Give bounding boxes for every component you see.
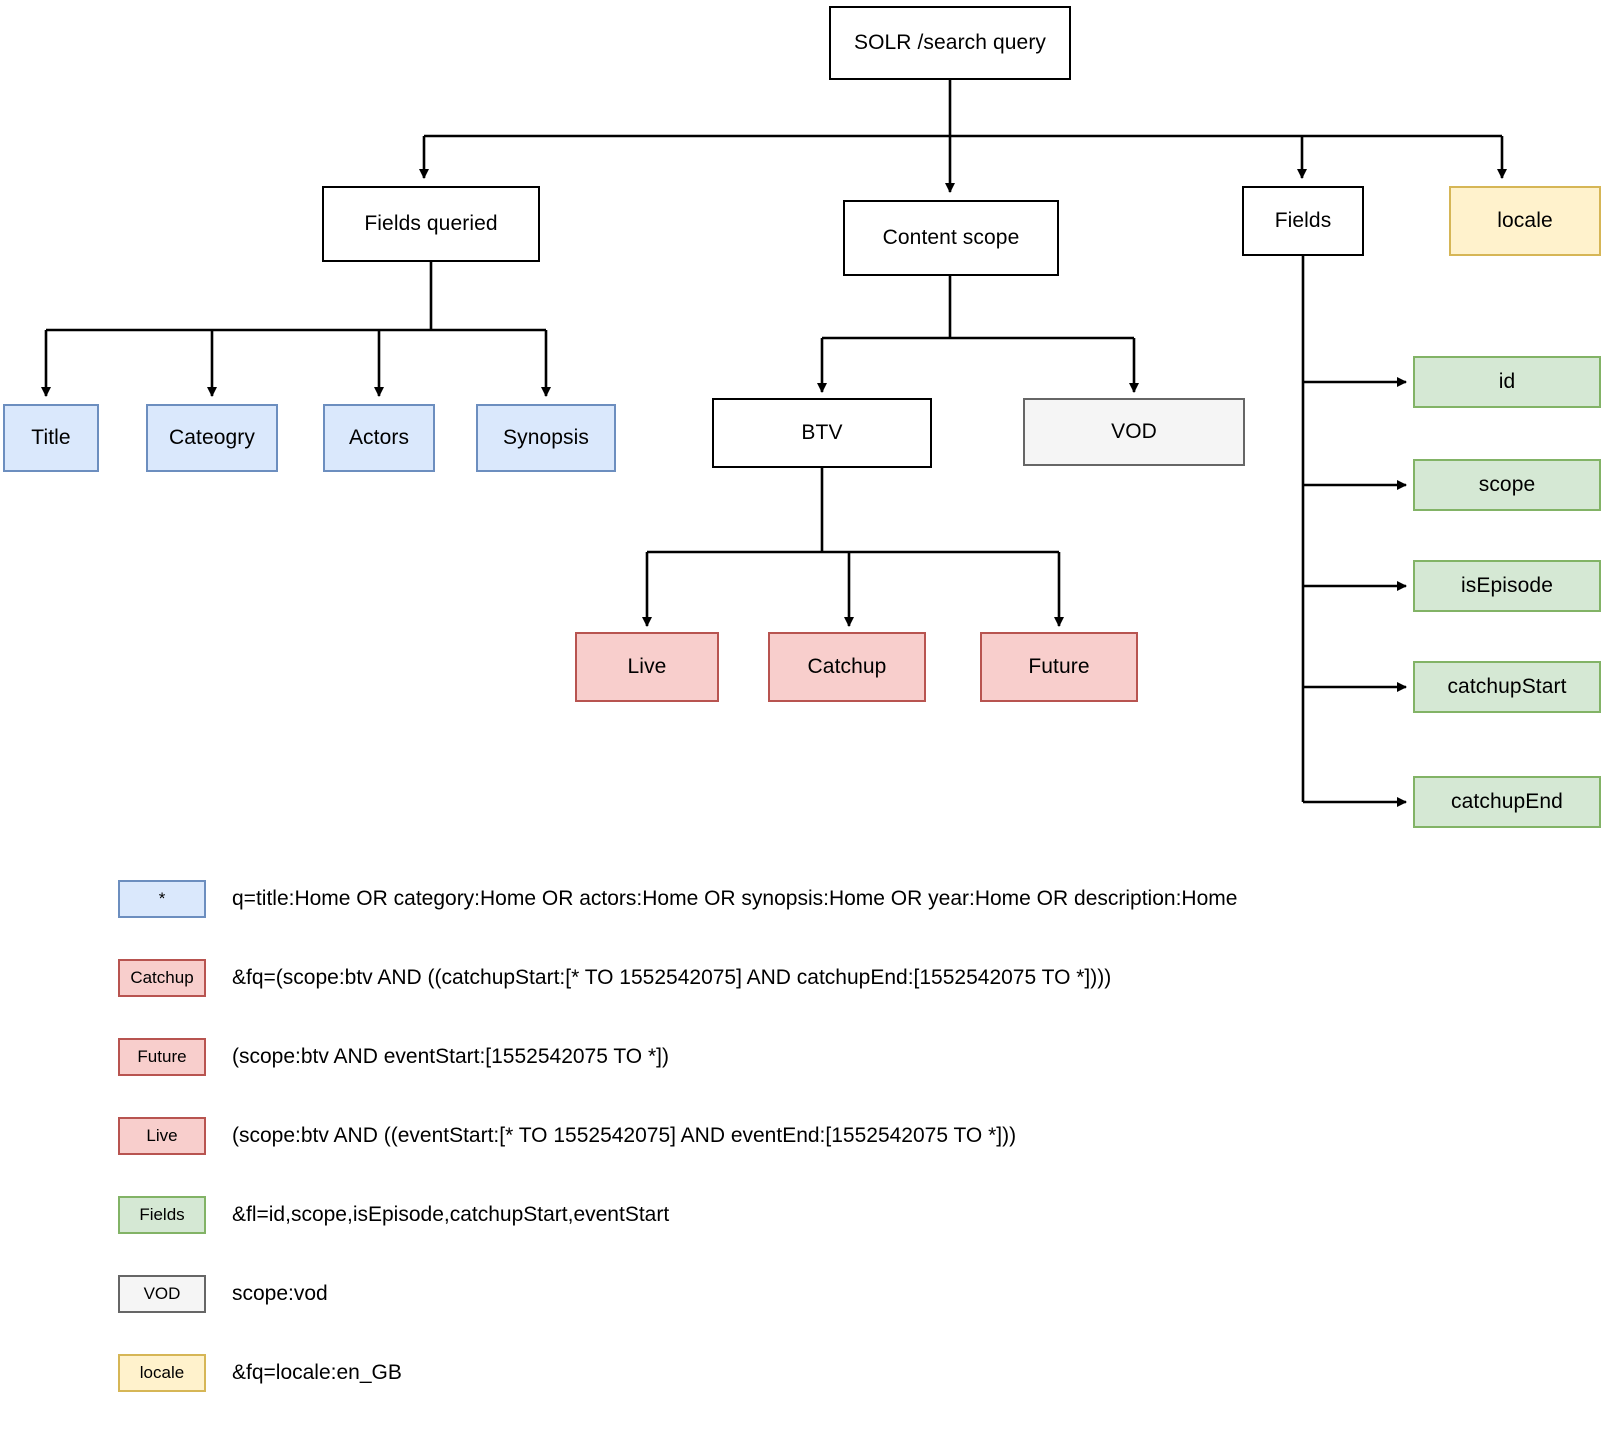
legend-row: VOD scope:vod: [0, 1275, 1602, 1354]
legend-row: Catchup &fq=(scope:btv AND ((catchupStar…: [0, 959, 1602, 1038]
node-locale[interactable]: locale: [1449, 186, 1601, 256]
node-actors[interactable]: Actors: [323, 404, 435, 472]
legend-text-future: (scope:btv AND eventStart:[1552542075 TO…: [232, 1045, 669, 1068]
legend-swatch-future: Future: [118, 1038, 206, 1076]
legend-text-catchup: &fq=(scope:btv AND ((catchupStart:[* TO …: [232, 966, 1112, 989]
node-category[interactable]: Cateogry: [146, 404, 278, 472]
legend-swatch-fields: Fields: [118, 1196, 206, 1234]
node-label: scope: [1478, 472, 1536, 496]
node-label: Fields queried: [364, 211, 498, 235]
node-synopsis[interactable]: Synopsis: [476, 404, 616, 472]
node-label: catchupStart: [1447, 674, 1567, 698]
node-catchup[interactable]: Catchup: [768, 632, 926, 702]
node-future[interactable]: Future: [980, 632, 1138, 702]
node-live[interactable]: Live: [575, 632, 719, 702]
node-label: catchupEnd: [1451, 789, 1563, 813]
node-label: Catchup: [807, 654, 887, 678]
node-field-catchupstart[interactable]: catchupStart: [1413, 661, 1601, 713]
node-content-scope[interactable]: Content scope: [843, 200, 1059, 276]
node-btv[interactable]: BTV: [712, 398, 932, 468]
node-label: Cateogry: [168, 425, 255, 449]
legend-row: Live (scope:btv AND ((eventStart:[* TO 1…: [0, 1117, 1602, 1196]
legend-swatch-live: Live: [118, 1117, 206, 1155]
legend-row: * q=title:Home OR category:Home OR actor…: [0, 880, 1602, 959]
node-fields[interactable]: Fields: [1242, 186, 1364, 256]
legend-text-fields: &fl=id,scope,isEpisode,catchupStart,even…: [232, 1203, 670, 1226]
node-field-scope[interactable]: scope: [1413, 459, 1601, 511]
legend-swatch-label: Future: [137, 1047, 187, 1066]
node-label: Actors: [348, 425, 410, 449]
legend-row: locale &fq=locale:en_GB: [0, 1354, 1602, 1433]
legend-swatch-vod: VOD: [118, 1275, 206, 1313]
node-root-solr-search-query[interactable]: SOLR /search query: [829, 6, 1071, 80]
legend-swatch-label: *: [158, 889, 166, 908]
legend-text-live: (scope:btv AND ((eventStart:[* TO 155254…: [232, 1124, 1017, 1147]
legend-text-query: q=title:Home OR category:Home OR actors:…: [232, 887, 1238, 910]
node-label: Title: [31, 425, 71, 449]
legend-swatch-label: locale: [139, 1363, 185, 1382]
legend-swatch-all-fields: *: [118, 880, 206, 918]
node-field-isepisode[interactable]: isEpisode: [1413, 560, 1601, 612]
legend-text-vod: scope:vod: [232, 1282, 328, 1305]
legend: * q=title:Home OR category:Home OR actor…: [0, 880, 1602, 1433]
legend-swatch-label: VOD: [143, 1284, 181, 1303]
legend-text-locale: &fq=locale:en_GB: [232, 1361, 402, 1384]
legend-row: Future (scope:btv AND eventStart:[155254…: [0, 1038, 1602, 1117]
node-field-id[interactable]: id: [1413, 356, 1601, 408]
node-label: BTV: [801, 420, 843, 444]
legend-swatch-catchup: Catchup: [118, 959, 206, 997]
node-label: Live: [627, 654, 667, 678]
node-title[interactable]: Title: [3, 404, 99, 472]
node-label: id: [1498, 369, 1516, 393]
legend-swatch-locale: locale: [118, 1354, 206, 1392]
legend-swatch-label: Catchup: [130, 968, 194, 987]
node-label: Future: [1028, 654, 1090, 678]
node-label: VOD: [1111, 419, 1157, 443]
node-label: Content scope: [882, 225, 1020, 249]
legend-row: Fields &fl=id,scope,isEpisode,catchupSta…: [0, 1196, 1602, 1275]
legend-swatch-label: Fields: [139, 1205, 185, 1224]
node-fields-queried[interactable]: Fields queried: [322, 186, 540, 262]
node-label: Synopsis: [502, 425, 589, 449]
node-vod[interactable]: VOD: [1023, 398, 1245, 466]
node-label: locale: [1497, 208, 1553, 232]
legend-swatch-label: Live: [146, 1126, 178, 1145]
node-label: isEpisode: [1461, 573, 1553, 597]
node-label: Fields: [1274, 208, 1332, 232]
node-label: SOLR /search query: [853, 30, 1047, 54]
node-field-catchupend[interactable]: catchupEnd: [1413, 776, 1601, 828]
